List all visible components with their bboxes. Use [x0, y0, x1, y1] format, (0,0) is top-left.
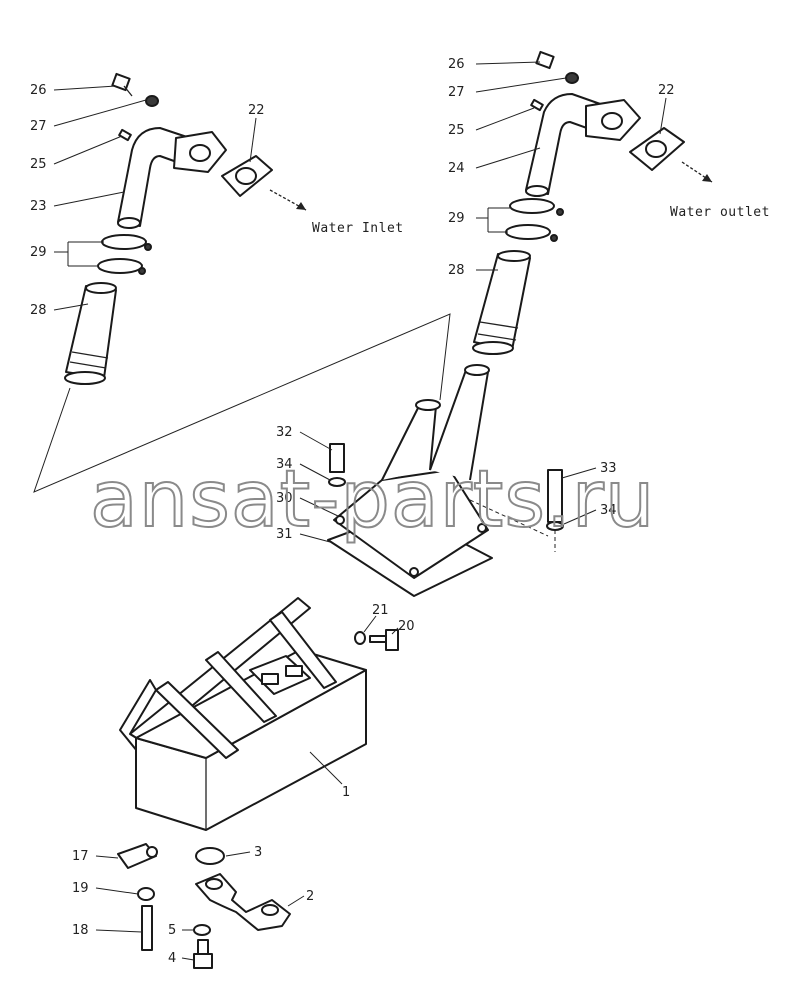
elbow-pipe-23 [117, 127, 227, 229]
washer-34-left [328, 477, 346, 487]
label-25-right: 25 [448, 123, 465, 138]
label-28-left: 28 [30, 303, 47, 318]
leader-connection-lines [33, 313, 451, 493]
part-leader-lines [53, 61, 667, 961]
pin-18 [141, 905, 153, 951]
label-29-left: 29 [30, 245, 47, 260]
right-pipe-assembly [472, 50, 713, 355]
label-17: 17 [72, 849, 89, 864]
left-pipe-assembly [64, 72, 307, 385]
label-24: 24 [448, 161, 465, 176]
part-number-labels: 26 27 25 23 22 29 28 26 27 25 24 22 29 2… [30, 57, 675, 966]
elbow-pipe-24 [525, 93, 641, 197]
bolt-20-assembly [354, 629, 399, 651]
clip-19 [137, 887, 155, 901]
label-1: 1 [342, 785, 350, 800]
label-18: 18 [72, 923, 89, 938]
label-2: 2 [306, 889, 314, 904]
washer-27-right [565, 72, 579, 84]
label-23: 23 [30, 199, 47, 214]
label-21: 21 [372, 603, 389, 618]
label-26-left: 26 [30, 83, 47, 98]
label-33: 33 [600, 461, 617, 476]
screw-25-left [118, 128, 132, 142]
washer-5 [193, 924, 211, 936]
label-32: 32 [276, 425, 293, 440]
water-inlet-arrow [269, 189, 307, 211]
label-19: 19 [72, 881, 89, 896]
label-27-right: 27 [448, 85, 465, 100]
water-outlet-caption: Water outlet [670, 205, 770, 220]
screw-25-right [530, 98, 544, 112]
valve-17 [117, 843, 158, 869]
hose-28-right [472, 250, 531, 355]
label-26-right: 26 [448, 57, 465, 72]
bolt-26-right [535, 50, 555, 70]
gasket-22-right [629, 127, 685, 171]
label-34-right: 34 [600, 503, 617, 518]
hose-clamp-29-right [505, 198, 564, 242]
label-4: 4 [168, 951, 176, 966]
o-ring-3 [195, 847, 225, 865]
tank-top-cover-assembly [327, 364, 564, 597]
washer-27-left [145, 95, 159, 107]
bolt-32 [329, 443, 345, 473]
pipe-2 [195, 873, 291, 931]
label-28-right: 28 [448, 263, 465, 278]
tank-1 [119, 597, 367, 831]
label-27-left: 27 [30, 119, 47, 134]
label-25-left: 25 [30, 157, 47, 172]
bolt-26-left [111, 72, 133, 97]
label-31: 31 [276, 527, 293, 542]
label-5: 5 [168, 923, 176, 938]
bolt-4 [193, 939, 213, 969]
label-30: 30 [276, 491, 293, 506]
label-20: 20 [398, 619, 415, 634]
watermark: ansat-parts.ru [90, 455, 655, 545]
label-22-right: 22 [658, 83, 675, 98]
water-inlet-caption: Water Inlet [312, 221, 404, 236]
hose-clamp-29-left [97, 234, 152, 275]
gasket-22-left [221, 155, 273, 197]
hose-28-left [64, 282, 117, 385]
label-22-left: 22 [248, 103, 265, 118]
label-29-right: 29 [448, 211, 465, 226]
water-outlet-arrow [681, 161, 713, 183]
label-34-left: 34 [276, 457, 293, 472]
label-3: 3 [254, 845, 262, 860]
